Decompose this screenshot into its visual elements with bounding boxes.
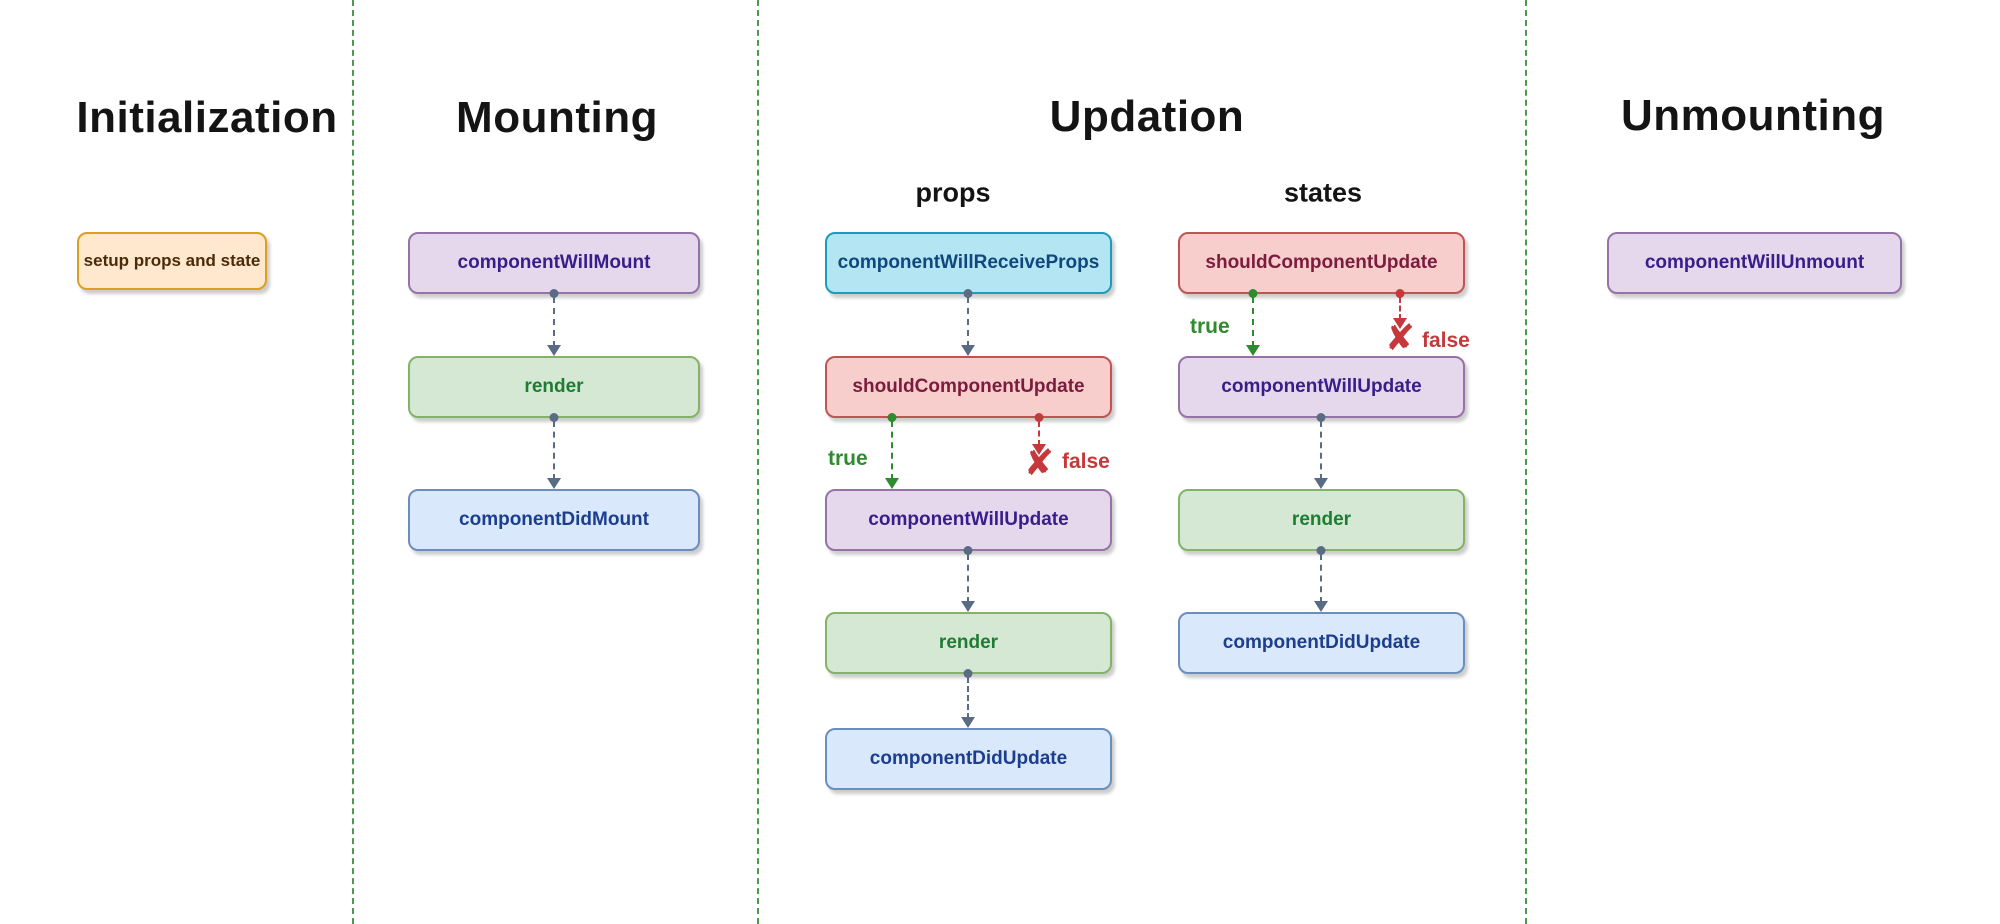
dashed-line: [1320, 554, 1322, 603]
branch-label-false: false: [1422, 329, 1470, 352]
arrowhead: [961, 345, 975, 356]
arrowhead: [1246, 345, 1260, 356]
arrow-start-dot: [963, 289, 973, 298]
arrow-start-dot: [1316, 546, 1326, 555]
arrow-start-dot: [549, 413, 559, 422]
dashed-line: [967, 677, 969, 719]
section-title-unmounting: Unmounting: [1620, 91, 1886, 140]
node-render-props: render: [825, 612, 1112, 674]
node-componentwillunmount: componentWillUnmount: [1607, 232, 1902, 294]
dashed-line: [967, 297, 969, 347]
arrowhead: [1314, 478, 1328, 489]
section-divider: [757, 0, 759, 924]
dashed-line: [1252, 297, 1254, 347]
section-divider: [1525, 0, 1527, 924]
arrowhead: [547, 345, 561, 356]
arrow-start-dot: [963, 669, 973, 678]
arrow-true-branch-states: [1245, 289, 1261, 356]
section-title-mounting: Mounting: [456, 93, 658, 142]
arrow-start-dot: [1316, 413, 1326, 422]
node-shouldcomponentupdate-props: shouldComponentUpdate: [825, 356, 1112, 418]
arrow-start-dot: [1034, 413, 1044, 422]
branch-label-true: true: [828, 447, 868, 470]
node-componentdidmount: componentDidMount: [408, 489, 700, 551]
arrowhead: [1314, 601, 1328, 612]
node-componentwillupdate-props: componentWillUpdate: [825, 489, 1112, 551]
false-x-icon: ✘: [1384, 318, 1416, 359]
node-setup-props-and-state: setup props and state: [77, 232, 267, 290]
node-componentwillupdate-states: componentWillUpdate: [1178, 356, 1465, 418]
node-componentdidupdate-states: componentDidUpdate: [1178, 612, 1465, 674]
dashed-line: [1320, 421, 1322, 480]
false-x-icon: ✘: [1023, 443, 1055, 484]
branch-label-true: true: [1190, 315, 1230, 338]
arrow-true-branch-props: [884, 413, 900, 489]
arrowhead: [961, 717, 975, 728]
arrow-render-to-didupdate-states: [1313, 546, 1329, 612]
dashed-line: [553, 421, 555, 480]
updation-column-heading-states: states: [1283, 177, 1363, 208]
arrow-render-to-didupdate-props: [960, 669, 976, 728]
arrow-componentwillmount-to-render: [546, 289, 562, 356]
arrow-false-branch-props: [1031, 413, 1047, 455]
arrowhead: [1032, 444, 1046, 455]
dashed-line: [1038, 421, 1040, 446]
node-shouldcomponentupdate-states: shouldComponentUpdate: [1178, 232, 1465, 294]
node-componentwillmount: componentWillMount: [408, 232, 700, 294]
arrow-start-dot: [549, 289, 559, 298]
node-render-mounting: render: [408, 356, 700, 418]
dashed-line: [553, 297, 555, 347]
node-componentdidupdate-props: componentDidUpdate: [825, 728, 1112, 790]
arrowhead: [885, 478, 899, 489]
node-render-states: render: [1178, 489, 1465, 551]
arrow-willupdate-to-render-props: [960, 546, 976, 612]
section-title-updation: Updation: [1049, 92, 1245, 141]
arrowhead: [961, 601, 975, 612]
section-divider: [352, 0, 354, 924]
branch-label-false: false: [1062, 450, 1110, 473]
arrow-start-dot: [1248, 289, 1258, 298]
arrowhead: [547, 478, 561, 489]
arrow-false-branch-states: [1392, 289, 1408, 329]
arrow-willupdate-to-render-states: [1313, 413, 1329, 489]
arrow-render-to-componentdidmount: [546, 413, 562, 489]
section-title-initialization: Initialization: [76, 93, 338, 142]
node-componentwillreceiveprops: componentWillReceiveProps: [825, 232, 1112, 294]
arrow-start-dot: [1395, 289, 1405, 298]
arrow-start-dot: [887, 413, 897, 422]
dashed-line: [967, 554, 969, 603]
dashed-line: [891, 421, 893, 480]
updation-column-heading-props: props: [915, 177, 991, 208]
arrow-willreceiveprops-to-shouldupdate: [960, 289, 976, 356]
arrow-start-dot: [963, 546, 973, 555]
arrowhead: [1393, 318, 1407, 329]
dashed-line: [1399, 297, 1401, 320]
